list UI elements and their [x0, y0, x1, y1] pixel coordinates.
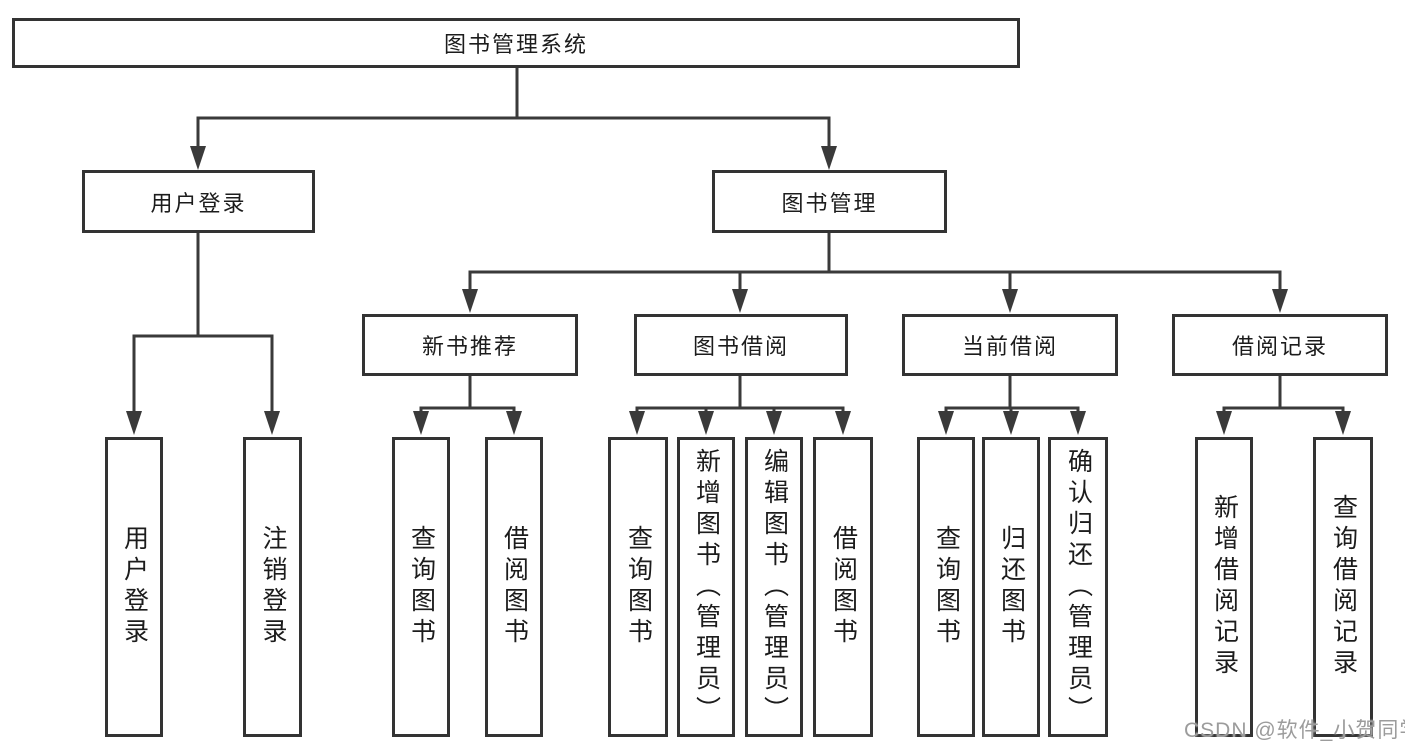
node-leaf-borrow-book-b: 借阅图书 — [813, 437, 873, 737]
node-new-book-rec-label: 新书推荐 — [421, 334, 518, 359]
arrowhead-icon — [1002, 289, 1018, 313]
node-leaf-return-book: 归还图书 — [982, 437, 1040, 737]
arrowhead-icon — [264, 411, 280, 435]
node-leaf-add-book-label: 新增图书（管理员） — [692, 447, 721, 727]
node-book-mgmt: 图书管理 — [712, 170, 947, 233]
node-leaf-user-login-label: 用户登录 — [120, 525, 149, 649]
node-leaf-query-book-c-label: 查询图书 — [932, 525, 961, 649]
node-new-book-rec: 新书推荐 — [362, 314, 578, 376]
node-leaf-borrow-book-b-label: 借阅图书 — [829, 525, 858, 649]
arrowhead-icon — [698, 411, 714, 435]
arrowhead-icon — [1070, 411, 1086, 435]
connector-root-to-level2 — [190, 67, 837, 170]
arrowhead-icon — [1216, 411, 1232, 435]
arrowhead-icon — [732, 289, 748, 313]
node-leaf-add-book: 新增图书（管理员） — [677, 437, 735, 737]
node-book-borrow-label: 图书借阅 — [692, 334, 789, 359]
node-book-mgmt-label: 图书管理 — [781, 190, 878, 216]
node-leaf-return-book-label: 归还图书 — [997, 525, 1026, 649]
node-leaf-confirm-return: 确认归还（管理员） — [1048, 437, 1108, 737]
connector-borrow-record-to-leaves — [1216, 376, 1351, 435]
arrowhead-icon — [1003, 411, 1019, 435]
node-leaf-query-borrow-record-label: 查询借阅记录 — [1329, 494, 1358, 680]
node-leaf-query-book-a-label: 查询图书 — [407, 525, 436, 649]
node-book-borrow: 图书借阅 — [634, 314, 848, 376]
node-leaf-user-login: 用户登录 — [105, 437, 163, 737]
node-leaf-confirm-return-label: 确认归还（管理员） — [1064, 447, 1093, 727]
arrowhead-icon — [413, 411, 429, 435]
arrowhead-icon — [629, 411, 645, 435]
arrowhead-icon — [766, 411, 782, 435]
node-root-label: 图书管理系统 — [443, 32, 588, 57]
node-borrow-record: 借阅记录 — [1172, 314, 1388, 376]
watermark: CSDN @软件_小贺同学 — [1184, 719, 1405, 742]
arrowhead-icon — [835, 411, 851, 435]
node-user-login-label: 用户登录 — [150, 190, 247, 216]
connector-book-mgmt-to-level3 — [462, 233, 1288, 313]
arrowhead-icon — [1272, 289, 1288, 313]
connector-user-login-to-leaves — [126, 233, 280, 435]
arrowhead-icon — [462, 289, 478, 313]
node-root: 图书管理系统 — [12, 18, 1020, 68]
node-leaf-edit-book-label: 编辑图书（管理员） — [760, 447, 789, 727]
node-leaf-logout-label: 注销登录 — [259, 525, 287, 649]
arrowhead-icon — [190, 146, 206, 170]
node-borrow-record-label: 借阅记录 — [1231, 334, 1328, 359]
arrowhead-icon — [938, 411, 954, 435]
node-leaf-query-book-b-label: 查询图书 — [624, 525, 653, 649]
node-leaf-borrow-book-a: 借阅图书 — [485, 437, 543, 737]
node-user-login: 用户登录 — [82, 170, 315, 233]
node-leaf-borrow-book-a-label: 借阅图书 — [500, 525, 529, 649]
node-current-borrow: 当前借阅 — [902, 314, 1118, 376]
node-leaf-query-borrow-record: 查询借阅记录 — [1313, 437, 1373, 737]
node-leaf-query-book-c: 查询图书 — [917, 437, 975, 737]
connector-current-borrow-to-leaves — [938, 376, 1086, 435]
arrowhead-icon — [821, 146, 837, 170]
node-leaf-add-borrow-record: 新增借阅记录 — [1195, 437, 1253, 737]
arrowhead-icon — [1335, 411, 1351, 435]
node-leaf-logout: 注销登录 — [243, 437, 302, 737]
connector-book-borrow-to-leaves — [629, 376, 851, 435]
node-current-borrow-label: 当前借阅 — [961, 334, 1058, 359]
node-leaf-add-borrow-record-label: 新增借阅记录 — [1210, 494, 1239, 680]
node-leaf-query-book-b: 查询图书 — [608, 437, 668, 737]
node-leaf-query-book-a: 查询图书 — [392, 437, 450, 737]
arrowhead-icon — [126, 411, 142, 435]
connector-new-book-rec-to-leaves — [413, 376, 522, 435]
arrowhead-icon — [506, 411, 522, 435]
node-leaf-edit-book: 编辑图书（管理员） — [745, 437, 803, 737]
